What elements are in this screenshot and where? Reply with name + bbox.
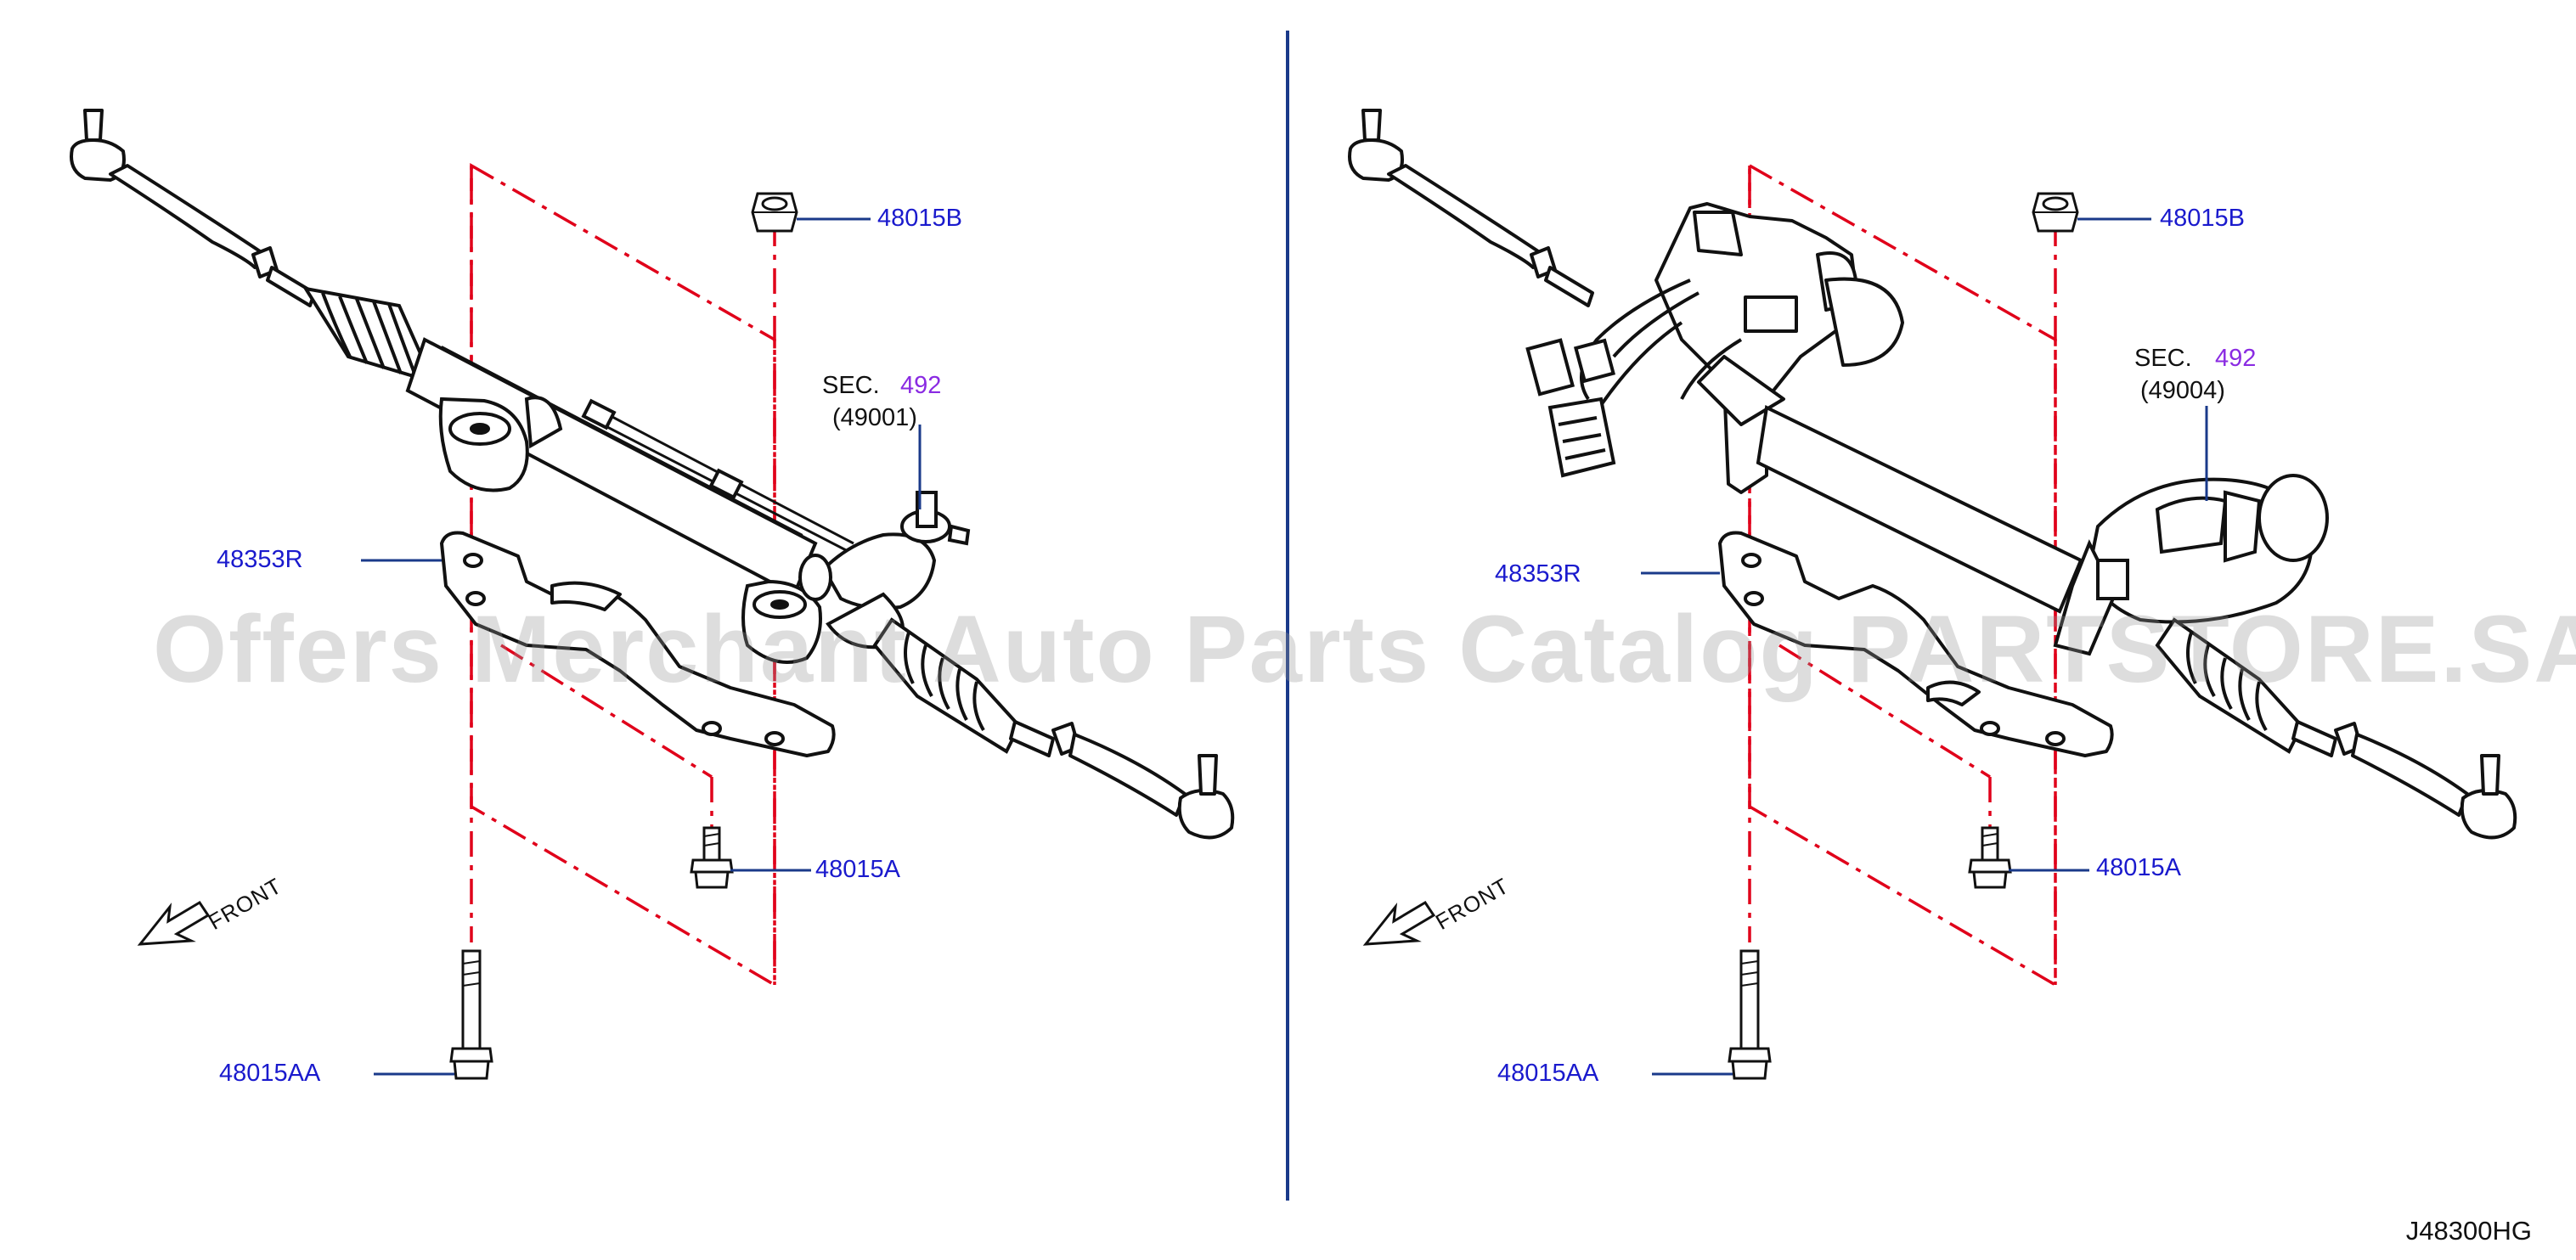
left-label-48015B[interactable]: 48015B [877, 205, 962, 232]
left-bracket [440, 531, 836, 757]
right-bracket [1718, 531, 2114, 757]
left-right-boot [872, 617, 1022, 754]
right-bolt-48015A [1968, 826, 2012, 889]
left-tie-rod-end [70, 109, 316, 307]
left-label-48015AA[interactable]: 48015AA [219, 1060, 321, 1087]
right-label-48015AA[interactable]: 48015AA [1497, 1060, 1599, 1087]
right-rack-tube [1756, 405, 2083, 614]
left-right-tie-rod-end [1009, 720, 1235, 840]
right-wiring-harness [1525, 278, 1743, 478]
right-eps-motor [1654, 202, 1904, 494]
right-label-48015A[interactable]: 48015A [2096, 854, 2181, 881]
left-bolt-48015A [690, 826, 734, 889]
right-label-48015B[interactable]: 48015B [2160, 205, 2245, 232]
right-leader-lines [1641, 217, 2208, 1076]
left-nut-48015B [751, 192, 798, 233]
left-assembly [70, 109, 1235, 1080]
left-label-48353R[interactable]: 48353R [217, 546, 303, 573]
watermark: Offers Merchant Auto Parts Catalog PARTS… [153, 596, 2576, 702]
left-label-sec-number[interactable]: 492 [900, 372, 942, 399]
right-tie-rod-end [1348, 109, 1594, 307]
left-front-arrow-icon [137, 900, 211, 946]
right-pinion-unit [2053, 474, 2329, 656]
right-right-tie-rod-end [2291, 720, 2517, 840]
right-bolt-48015AA [1728, 949, 1772, 1080]
right-label-48353R[interactable]: 48353R [1495, 560, 1581, 588]
right-label-sec-part: (49004) [2140, 377, 2225, 404]
left-leader-lines [361, 217, 922, 1076]
left-label-sec-prefix: SEC. [822, 372, 880, 399]
right-right-boot [2155, 617, 2304, 754]
right-label-sec-prefix: SEC. [2134, 345, 2192, 372]
right-label-sec-number[interactable]: 492 [2215, 345, 2257, 372]
right-nut-48015B [2032, 192, 2079, 233]
left-label-48015A[interactable]: 48015A [815, 856, 900, 883]
left-rack-tube [405, 337, 854, 664]
right-front-arrow-icon [1362, 900, 1436, 946]
diagram-code: J48300HG [2405, 1216, 2532, 1246]
left-label-sec-part: (49001) [832, 404, 917, 431]
right-assembly [1348, 109, 2517, 1080]
left-bolt-48015AA [449, 949, 493, 1080]
